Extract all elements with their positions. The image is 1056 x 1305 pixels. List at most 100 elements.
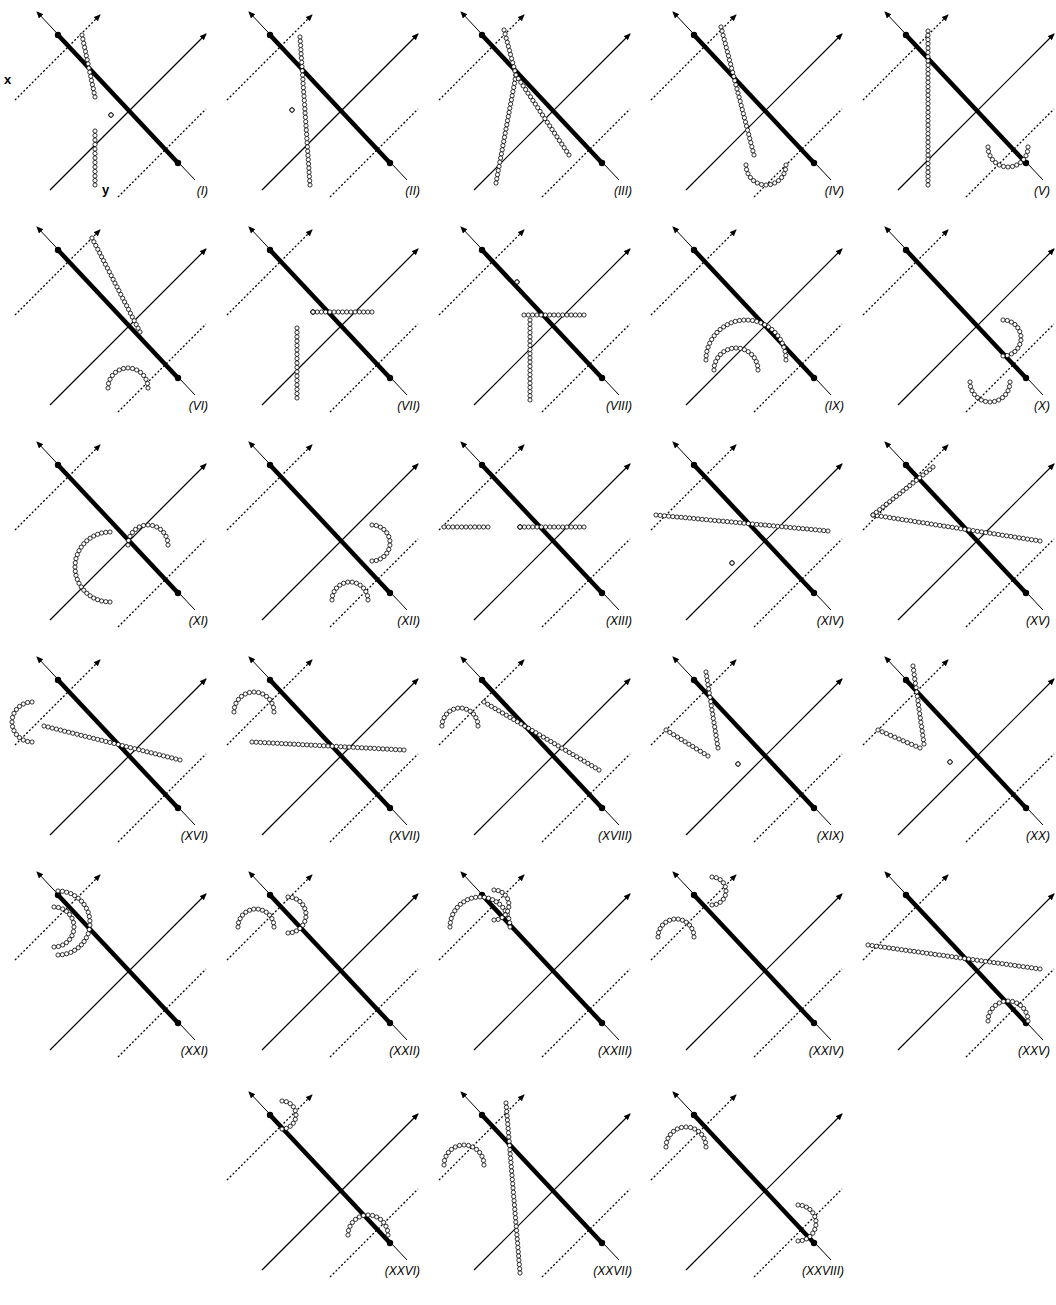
gluon-coil	[455, 525, 459, 529]
gluon-coil	[926, 115, 930, 119]
gluon-coil	[746, 318, 750, 322]
gluon-coil	[746, 522, 750, 526]
thick-line	[906, 250, 1026, 378]
gluon-coil	[300, 65, 304, 69]
vertex-dot	[55, 247, 61, 253]
gluon-coil	[517, 1254, 521, 1258]
gluon-coil	[688, 1125, 692, 1129]
gluon-coil	[1001, 318, 1005, 322]
gluon-coil	[258, 740, 262, 744]
vertex-dot	[599, 160, 605, 166]
gluon-coil	[528, 356, 532, 360]
gluon-coil	[480, 1154, 484, 1158]
gluon-coil	[84, 906, 88, 910]
gluon-coil	[929, 522, 933, 526]
gluon-coil	[477, 525, 481, 529]
gluon-coil	[73, 565, 77, 569]
gluon-coil	[295, 370, 299, 374]
gluon-coil	[776, 179, 780, 183]
gluon-coil	[528, 335, 532, 339]
gluon-coil	[86, 932, 90, 936]
gluon-coil	[471, 1145, 475, 1149]
gluon-coil	[710, 875, 714, 879]
gluon-coil	[515, 1233, 519, 1237]
gluon-coil	[71, 731, 75, 735]
gluon-coil	[120, 744, 124, 748]
dashed-line	[754, 969, 842, 1057]
gluon-coil	[509, 1160, 513, 1164]
gluon-coil	[876, 728, 880, 732]
gluon-coil	[299, 52, 303, 56]
gluon-coil	[482, 895, 486, 899]
gluon-coil	[704, 670, 708, 674]
gluon-coil	[694, 747, 698, 751]
gluon-coil	[506, 1122, 510, 1126]
gluon-coil	[141, 749, 145, 753]
gluon-coil	[997, 163, 1001, 167]
gluon-coil	[104, 600, 108, 604]
gluon-coil	[704, 1145, 708, 1149]
gluon-coil	[809, 527, 813, 531]
gluon-coil	[675, 1127, 679, 1131]
gluon-coil	[507, 1143, 511, 1147]
gluon-coil	[946, 954, 950, 958]
vertex-dot	[691, 462, 697, 468]
gluon-coil	[737, 95, 741, 99]
gluon-coil	[21, 738, 25, 742]
gluon-coil	[946, 525, 950, 529]
gluon-coil	[711, 712, 715, 716]
gluon-coil	[343, 745, 347, 749]
gluon-coil	[507, 48, 511, 52]
gluon-path	[12, 702, 32, 742]
gluon-coil	[735, 87, 739, 91]
gluon-coil	[79, 733, 83, 737]
gluon-coil	[997, 398, 1001, 402]
gluon-coil	[796, 1239, 800, 1243]
gluon-path	[288, 897, 306, 933]
gluon-coil	[963, 527, 967, 531]
gluon-coil	[780, 341, 784, 345]
gluon-coil	[709, 704, 713, 708]
gluon-coil	[256, 690, 260, 694]
gluon-coil	[161, 754, 165, 758]
main-line	[885, 872, 1043, 1040]
gluon-coil	[950, 955, 954, 959]
gluon-coil	[353, 310, 357, 314]
gluon-coil	[440, 724, 444, 728]
gluon-coil	[12, 711, 16, 715]
thick-line	[270, 35, 390, 163]
gluon-coil	[746, 128, 750, 132]
panel-number: (XXVIII)	[802, 1265, 844, 1277]
gluon-coil	[1021, 965, 1025, 969]
gluon-coil	[742, 116, 746, 120]
main-line	[885, 227, 1043, 395]
vertex-dot	[267, 247, 273, 253]
gluon-coil	[713, 729, 717, 733]
gluon-coil	[271, 705, 275, 709]
gluon-coil	[318, 744, 322, 748]
gluon-coil	[295, 357, 299, 361]
gluon-coil	[81, 37, 85, 41]
gluon-coil	[87, 735, 91, 739]
diagram-panel	[863, 657, 1054, 842]
dashed-line	[542, 109, 630, 197]
gluon-coil	[290, 930, 294, 934]
dashed-line	[330, 109, 418, 197]
gluon-coil	[726, 54, 730, 58]
gluon-coil	[162, 530, 166, 534]
gluon-coil	[50, 726, 54, 730]
vertex-dot	[903, 892, 909, 898]
gluon-coil	[71, 920, 75, 924]
gluon-coil	[1005, 353, 1009, 357]
gluon-coil	[1034, 538, 1038, 542]
gluon-coil	[518, 525, 522, 529]
gluon-path	[450, 897, 510, 927]
gluon-coil	[72, 925, 76, 929]
gluon-coil	[721, 33, 725, 37]
gluon-coil	[926, 162, 930, 166]
gluon-coil	[509, 1156, 513, 1160]
gluon-coil	[113, 370, 117, 374]
gluon-coil	[271, 741, 275, 745]
panel-number: (XVIII)	[598, 830, 632, 842]
main-line	[249, 227, 407, 395]
